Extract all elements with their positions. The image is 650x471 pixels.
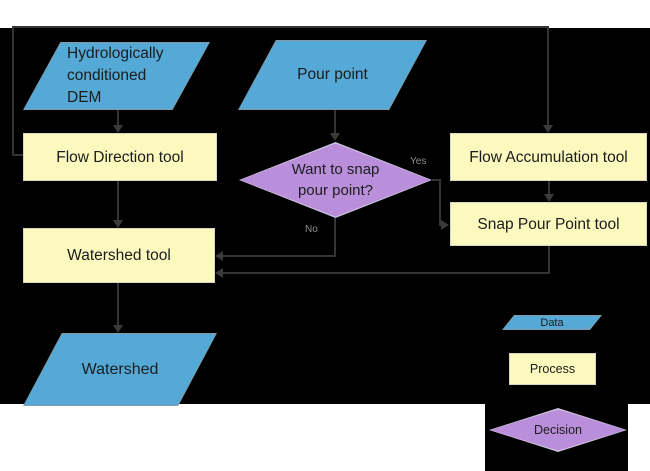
decision-line1: Want to snap — [291, 161, 380, 178]
connector-no-vertical — [334, 218, 336, 257]
decision-line2: pour point? — [297, 182, 374, 199]
connector-top-horizontal — [12, 26, 549, 28]
node-watershed: Watershed — [23, 333, 217, 406]
arrowhead-into-flow-accumulation-icon — [543, 125, 553, 133]
connector-into-flowacc-vertical — [547, 27, 549, 127]
connector-snap-vertical — [548, 246, 550, 274]
arrowhead-snap-into-watershed-tool-icon — [215, 268, 223, 278]
connector-snap-horizontal — [223, 272, 550, 274]
arrowhead-into-snap-pour-point-top-icon — [544, 194, 554, 202]
legend-data-label: Data — [540, 316, 564, 329]
connector-yes-horizontal — [432, 179, 441, 181]
branch-label-yes: Yes — [410, 156, 427, 167]
arrowhead-into-snap-pour-point-left-icon — [441, 220, 449, 230]
connector-no-horizontal — [223, 255, 336, 257]
node-watershed-label: Watershed — [81, 360, 159, 378]
connector-dem-to-flowdir — [117, 110, 119, 128]
node-dem-label: Hydrologically conditioned DEM — [23, 42, 210, 110]
node-dem-line1: Hydrologically — [67, 45, 164, 62]
node-watershed-tool: Watershed tool — [23, 228, 215, 283]
node-pour-point-label: Pour point — [297, 66, 368, 83]
legend-data-fill — [503, 316, 601, 329]
node-dem: Hydrologically conditioned DEM — [23, 42, 210, 110]
node-watershed-tool-label: Watershed tool — [67, 247, 171, 264]
arrowhead-no-into-watershed-tool-icon — [215, 251, 223, 261]
node-flow-direction-label: Flow Direction tool — [56, 148, 184, 166]
legend-process-shape: Process — [509, 353, 596, 385]
node-snap-pour-point-tool: Snap Pour Point tool — [450, 202, 647, 246]
node-snap-decision-label: Want to snap pour point? — [239, 142, 432, 218]
node-snap-pour-point-label: Snap Pour Point tool — [477, 215, 620, 233]
connector-flowdir-stub — [13, 154, 24, 156]
connector-pourpoint-to-decision — [334, 110, 336, 135]
legend-decision-label: Decision — [534, 422, 582, 437]
node-flow-accumulation-label: Flow Accumulation tool — [469, 148, 628, 166]
legend-process-label: Process — [529, 361, 576, 376]
connector-yes-vertical — [439, 179, 441, 226]
arrowhead-into-watershed-tool-top-icon — [113, 220, 123, 228]
connector-flowdir-left-vertical — [12, 27, 14, 156]
arrowhead-into-flow-direction-icon — [113, 125, 123, 133]
connector-watershedtool-to-watershed — [117, 283, 119, 327]
legend-data-shape: Data — [502, 315, 602, 330]
node-flow-accumulation-tool: Flow Accumulation tool — [450, 133, 647, 181]
node-flow-direction-tool: Flow Direction tool — [23, 133, 217, 181]
arrowhead-into-watershed-icon — [113, 325, 123, 333]
connector-flowacc-to-snap — [548, 181, 550, 197]
connector-flowdir-to-watershedtool — [117, 181, 119, 222]
branch-label-no: No — [305, 224, 318, 235]
arrowhead-into-decision-icon — [330, 133, 340, 141]
node-dem-line2: conditioned — [67, 67, 147, 84]
node-dem-line3: DEM — [67, 89, 102, 106]
node-watershed-fill — [24, 334, 216, 405]
